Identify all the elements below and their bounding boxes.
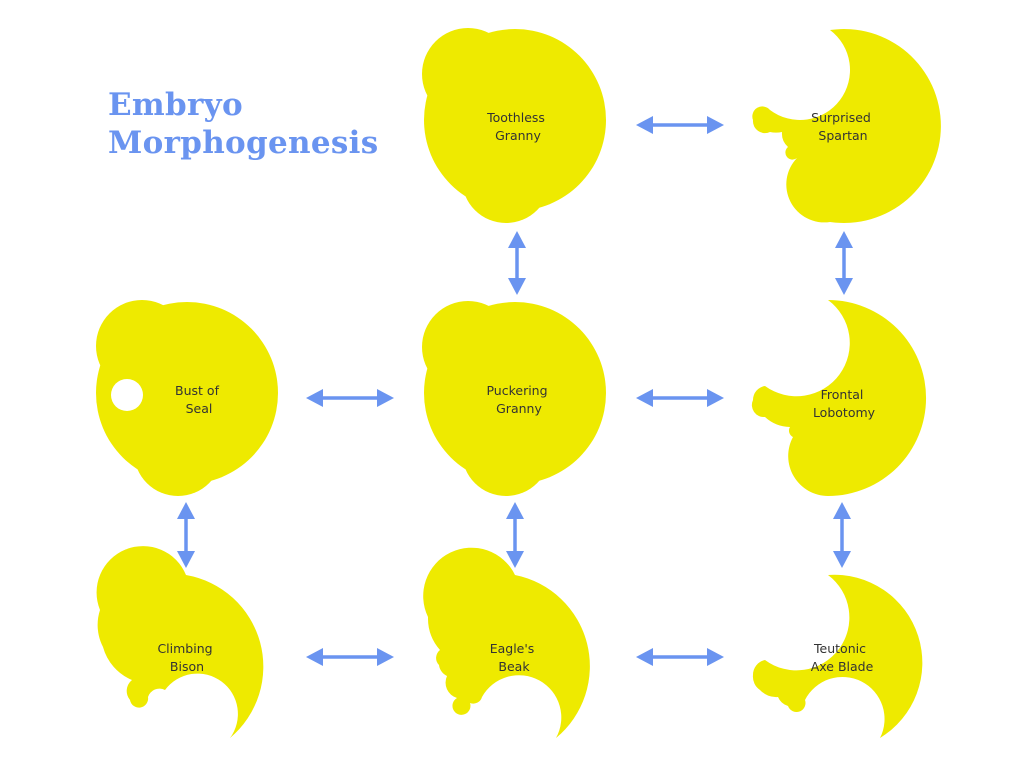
surprised-spartan-shape xyxy=(752,29,941,223)
arrow-bust-of-seal-puckering-granny xyxy=(306,389,394,407)
toothless-granny-shape xyxy=(422,28,606,223)
arrow-surprised-spartan-frontal-lobotomy xyxy=(835,231,853,295)
node-climbing-bison: Climbing Bison xyxy=(97,546,264,738)
arrow-climbing-bison-eagles-beak xyxy=(306,648,394,666)
teutonic-axe-blade-shape xyxy=(753,575,922,738)
climbing-bison-label-line-1: Climbing xyxy=(157,641,212,656)
puckering-granny-label-line-2: Granny xyxy=(496,401,542,416)
arrow-eagles-beak-teutonic-axe-blade xyxy=(636,648,724,666)
arrow-bust-of-seal-climbing-bison xyxy=(177,502,195,568)
node-toothless-granny: Toothless Granny xyxy=(422,28,606,223)
arrow-toothless-granny-puckering-granny xyxy=(508,231,526,295)
surprised-spartan-label-line-1: Surprised xyxy=(811,110,871,125)
arrow-frontal-lobotomy-teutonic-axe-blade xyxy=(833,502,851,568)
node-surprised-spartan: Surprised Spartan xyxy=(752,29,941,223)
frontal-lobotomy-label-line-2: Lobotomy xyxy=(813,405,876,420)
toothless-granny-label-line-1: Toothless xyxy=(486,110,545,125)
eagles-beak-label-line-1: Eagle's xyxy=(490,641,535,656)
node-bust-of-seal: Bust of Seal xyxy=(96,300,278,496)
node-teutonic-axe-blade: Teutonic Axe Blade xyxy=(753,575,922,738)
node-frontal-lobotomy: Frontal Lobotomy xyxy=(752,300,926,496)
bust-of-seal-notch xyxy=(111,379,143,411)
bust-of-seal-label-line-2: Seal xyxy=(186,401,213,416)
frontal-lobotomy-label-line-1: Frontal xyxy=(821,387,864,402)
puckering-granny-shape xyxy=(422,301,606,496)
node-puckering-granny: Puckering Granny xyxy=(422,301,606,496)
puckering-granny-label-line-1: Puckering xyxy=(486,383,547,398)
teutonic-axe-blade-label-line-1: Teutonic xyxy=(813,641,866,656)
surprised-spartan-label-line-2: Spartan xyxy=(818,128,867,143)
bust-of-seal-label-line-1: Bust of xyxy=(175,383,220,398)
toothless-granny-label-line-2: Granny xyxy=(495,128,541,143)
arrow-puckering-granny-eagles-beak xyxy=(506,502,524,568)
node-eagles-beak: Eagle's Beak xyxy=(423,548,590,738)
teutonic-axe-blade-label-line-2: Axe Blade xyxy=(811,659,874,674)
arrow-puckering-granny-frontal-lobotomy xyxy=(636,389,724,407)
eagles-beak-label-line-2: Beak xyxy=(498,659,530,674)
climbing-bison-label-line-2: Bison xyxy=(170,659,204,674)
arrow-toothless-granny-surprised-spartan xyxy=(636,116,724,134)
